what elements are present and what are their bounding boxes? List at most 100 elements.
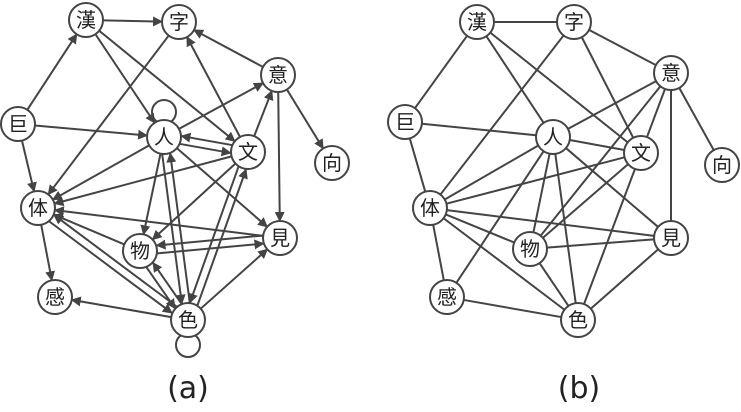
edge-b-意-文: [646, 88, 666, 138]
node-label-b-0: 漢: [467, 10, 487, 34]
edge-a-人-意: [178, 82, 264, 130]
node-circle-a-6: [314, 145, 350, 181]
node-label-a-5: 文: [238, 140, 258, 164]
edge-b-漢-人: [485, 35, 545, 124]
node-circle-b-4: [535, 119, 571, 155]
edge-b-意-向: [678, 87, 715, 151]
node-a-0: 漢: [68, 2, 104, 38]
node-circle-b-3: [387, 104, 423, 140]
node-label-a-7: 体: [28, 196, 48, 220]
edge-b-感-色: [463, 298, 562, 319]
graph-panel-b: 漢字意巨人文向体物見感色: [387, 4, 740, 338]
edge-a-文-色: [188, 166, 240, 304]
node-circle-b-6: [704, 147, 740, 183]
node-label-b-2: 意: [661, 61, 681, 85]
node-circle-a-7: [20, 190, 56, 226]
node-label-b-9: 見: [661, 226, 681, 250]
graph-panel-a: 漢字意巨人文向体物見感色: [0, 2, 350, 358]
node-b-4: 人: [535, 119, 571, 155]
node-a-2: 意: [260, 57, 296, 93]
edge-b-人-物: [532, 153, 551, 233]
edge-a-物-体: [52, 213, 125, 246]
edge-a-巨-体: [20, 140, 37, 193]
node-b-2: 意: [653, 55, 689, 91]
edge-a-漢-文: [98, 29, 236, 143]
node-b-10: 感: [429, 279, 465, 315]
caption-a: (a): [167, 371, 209, 406]
node-a-7: 体: [20, 190, 56, 226]
node-circle-a-1: [161, 4, 197, 40]
node-circle-b-10: [429, 279, 465, 315]
edge-a-人-体: [51, 144, 150, 201]
node-circle-b-8: [512, 231, 548, 267]
node-a-8: 物: [122, 233, 158, 269]
node-label-b-5: 文: [631, 141, 651, 165]
edge-a-見-物: [155, 234, 263, 250]
node-a-11: 色: [170, 302, 206, 338]
node-a-9: 見: [262, 220, 298, 256]
node-circle-a-0: [68, 2, 104, 38]
node-label-b-1: 字: [564, 10, 584, 34]
node-circle-b-5: [623, 135, 659, 171]
edge-a-色-感: [70, 296, 172, 319]
edge-a-色-人: [166, 152, 191, 303]
node-a-6: 向: [314, 145, 350, 181]
edge-a-色-見: [200, 248, 269, 310]
edge-a-字-体: [47, 34, 170, 196]
node-circle-a-8: [122, 233, 158, 269]
node-circle-a-9: [262, 220, 298, 256]
node-label-a-10: 感: [45, 285, 65, 309]
node-b-7: 体: [412, 190, 448, 226]
edge-b-体-物: [445, 213, 515, 244]
edge-a-色-文: [196, 168, 248, 306]
edge-b-巨-人: [421, 122, 537, 137]
node-circle-a-11: [170, 302, 206, 338]
edge-a-人-色: [161, 154, 186, 305]
node-circle-a-2: [260, 57, 296, 93]
node-label-a-6: 向: [322, 151, 342, 175]
node-b-11: 色: [560, 302, 596, 338]
node-a-3: 巨: [0, 106, 36, 142]
edge-a-文-字: [186, 36, 241, 138]
edge-b-見-色: [590, 248, 659, 310]
edge-b-字-文: [580, 36, 635, 139]
edge-b-文-色: [583, 168, 636, 305]
node-b-3: 巨: [387, 104, 423, 140]
caption-b: (b): [558, 371, 600, 406]
edge-b-人-文: [569, 139, 625, 151]
edge-a-人-見: [176, 147, 268, 228]
node-circle-a-4: [146, 119, 182, 155]
node-label-a-8: 物: [130, 239, 150, 263]
edge-a-文-意: [253, 89, 274, 137]
node-label-a-9: 見: [270, 226, 290, 250]
edge-b-人-体: [444, 144, 539, 201]
edge-a-物-色: [145, 266, 176, 310]
edge-a-人-文: [179, 142, 232, 157]
edge-b-物-見: [546, 238, 655, 249]
edge-a-意-向: [286, 88, 324, 150]
node-label-a-4: 人: [154, 125, 174, 149]
node-circle-a-5: [230, 134, 266, 170]
node-label-b-10: 感: [437, 285, 457, 309]
edge-b-体-色: [442, 217, 566, 311]
edge-a-色-体: [53, 214, 178, 308]
edge-b-漢-文: [489, 31, 629, 144]
node-circle-b-9: [653, 220, 689, 256]
node-label-b-4: 人: [543, 125, 563, 149]
edge-a-意-見: [274, 91, 285, 223]
edge-b-巨-漢: [414, 35, 468, 109]
edge-a-意-字: [193, 29, 264, 68]
node-label-a-2: 意: [268, 63, 288, 87]
edge-b-人-見: [565, 147, 659, 228]
edge-b-字-体: [439, 34, 565, 196]
node-circle-a-10: [37, 279, 73, 315]
edge-b-意-人: [567, 80, 657, 130]
edge-b-物-色: [538, 262, 570, 307]
edge-b-意-物: [539, 85, 662, 237]
node-circle-a-3: [0, 106, 36, 142]
edge-b-字-意: [588, 29, 657, 66]
node-label-a-11: 色: [178, 308, 198, 332]
edge-a-巨-漢: [26, 33, 78, 111]
node-circle-b-11: [560, 302, 596, 338]
